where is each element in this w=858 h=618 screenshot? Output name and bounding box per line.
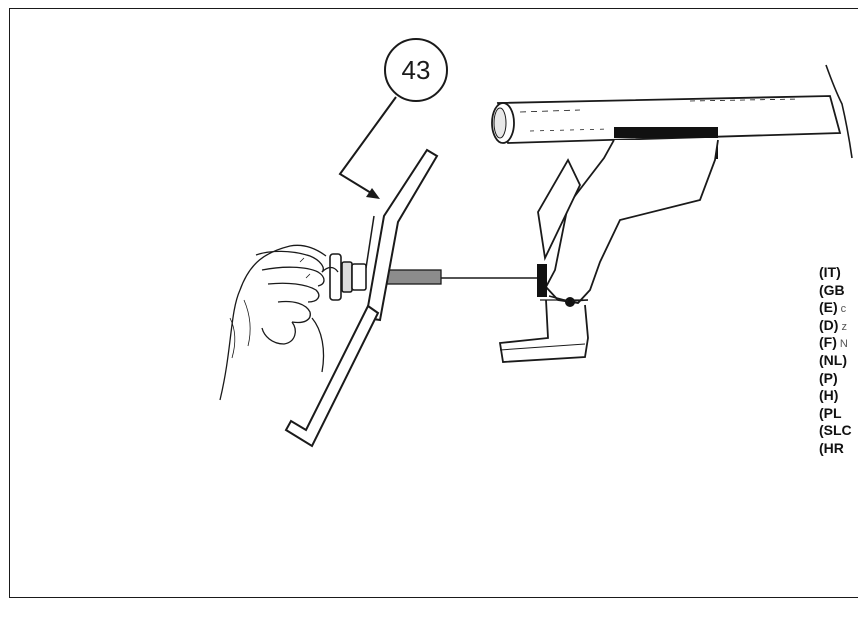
language-entry-h: (H) [819,387,839,404]
callout-number: 43 [402,55,431,85]
foot-body [498,139,719,363]
language-entry-f: (F)N [819,334,848,351]
language-entry-p: (P) [819,369,838,386]
language-entry-e: (E)c [819,299,847,316]
language-entry-it: (IT) [819,264,841,280]
language-entry-nl: (NL) [819,351,847,368]
language-entry-hr: (HR [819,439,844,456]
language-entry-d: (D)z [819,316,847,333]
language-entry-slo: (SLC [819,422,852,439]
language-entry-pl: (PL [819,404,842,421]
language-entry-gb: (GB [819,281,845,298]
figure-frame [9,8,858,598]
hand-illustration [219,244,339,401]
adjustment-key-tool [284,148,439,448]
callout-43: 43 [338,38,448,199]
nut-washer [329,253,367,301]
callout-leader-line [338,96,397,197]
callout-circle [384,38,448,102]
threaded-rod [375,269,537,285]
roof-bar [491,64,853,159]
callout-arrowhead [366,188,380,199]
language-code-list: (IT) (GB (E)c (D)z (F)N (NL) (P) (H) (PL… [819,264,855,458]
